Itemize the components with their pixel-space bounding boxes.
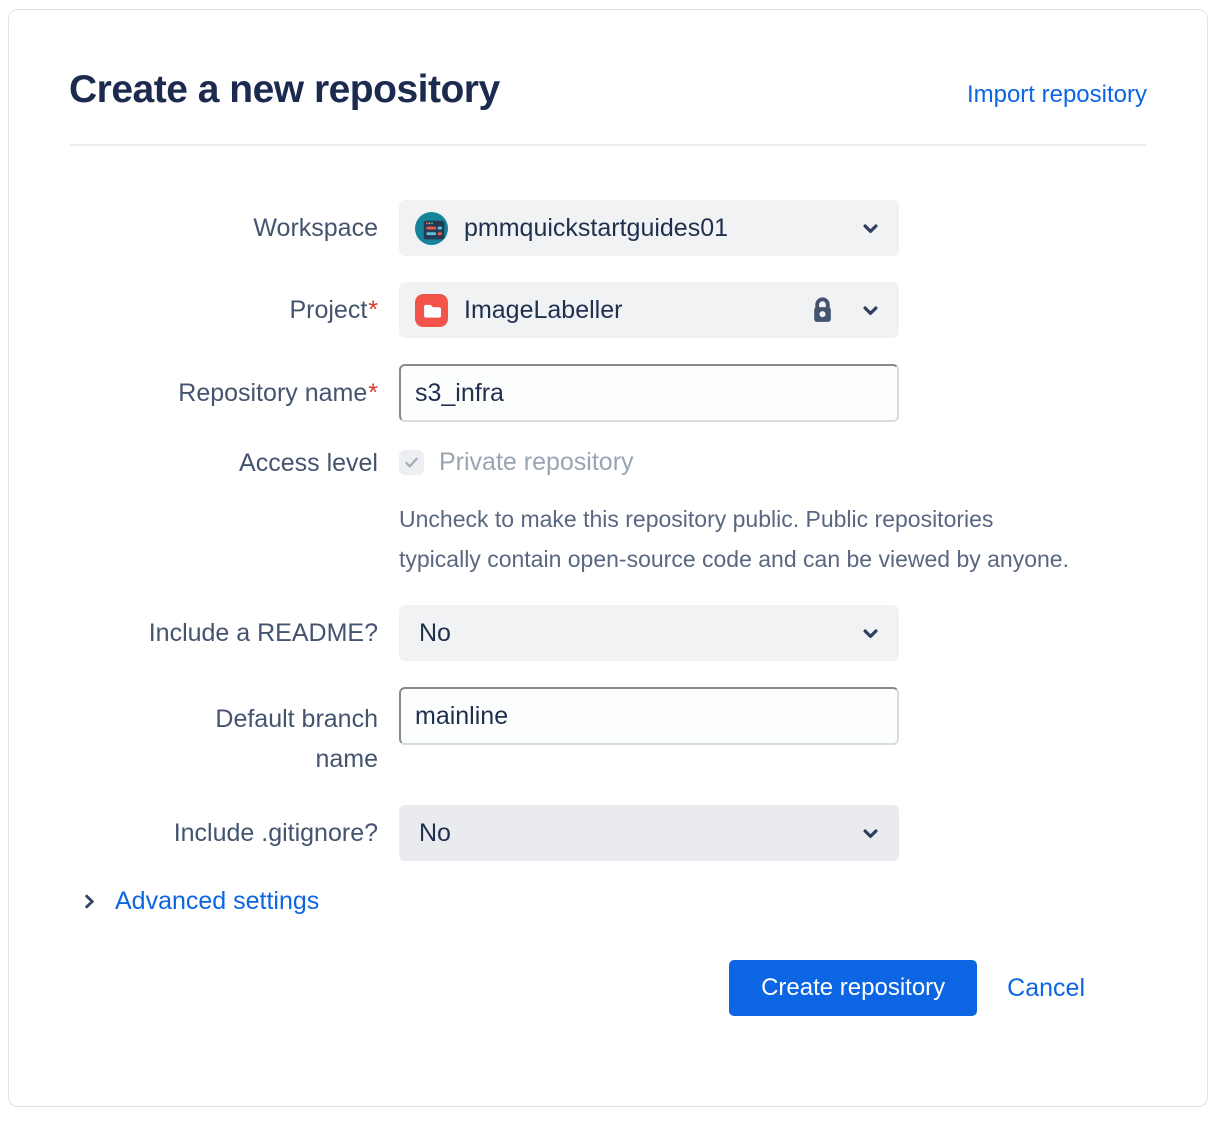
import-repository-link[interactable]: Import repository — [966, 81, 1147, 108]
access-level-row: Access level Private repository Uncheck … — [69, 448, 1147, 579]
chevron-right-icon — [85, 894, 94, 909]
project-avatar-icon — [415, 293, 448, 327]
workspace-avatar-icon — [415, 211, 448, 245]
default-branch-input[interactable] — [399, 687, 899, 745]
project-value: ImageLabeller — [464, 295, 623, 324]
private-repository-option: Private repository — [399, 448, 1079, 477]
workspace-label: Workspace — [253, 214, 378, 242]
create-repository-dialog: Create a new repository Import repositor… — [8, 9, 1208, 1107]
create-repository-button[interactable]: Create repository — [729, 960, 978, 1016]
private-repository-label: Private repository — [439, 448, 634, 476]
include-readme-select[interactable]: No — [399, 605, 899, 661]
project-row: Project* ImageLabeller — [69, 282, 1147, 338]
workspace-select[interactable]: pmmquickstartguides01 — [399, 200, 899, 256]
chevron-down-icon — [858, 216, 883, 241]
include-gitignore-select[interactable]: No — [399, 805, 899, 861]
lock-icon — [809, 295, 836, 325]
default-branch-label: Default branch name — [215, 705, 378, 773]
repository-name-input[interactable] — [399, 364, 899, 422]
repository-name-row: Repository name* — [69, 364, 1147, 422]
chevron-down-icon — [858, 821, 883, 846]
access-level-label: Access level — [239, 449, 378, 477]
chevron-down-icon — [858, 298, 883, 323]
header-divider — [69, 144, 1147, 146]
page-title: Create a new repository — [69, 68, 500, 111]
include-gitignore-value: No — [419, 818, 451, 847]
access-level-help-text: Uncheck to make this repository public. … — [399, 506, 1069, 572]
include-gitignore-label: Include .gitignore? — [173, 819, 378, 847]
dialog-header: Create a new repository Import repositor… — [69, 68, 1147, 112]
include-readme-row: Include a README? No — [69, 605, 1147, 661]
project-label: Project* — [289, 296, 378, 324]
required-asterisk: * — [368, 296, 378, 324]
workspace-value: pmmquickstartguides01 — [464, 213, 729, 242]
chevron-down-icon — [858, 621, 883, 646]
workspace-row: Workspace pmmquicks — [69, 200, 1147, 256]
private-repository-checkbox[interactable] — [399, 450, 424, 475]
required-asterisk: * — [368, 379, 378, 407]
include-readme-label: Include a README? — [148, 619, 378, 647]
default-branch-row: Default branch name — [69, 687, 1147, 779]
cancel-button[interactable]: Cancel — [999, 974, 1093, 1003]
project-select[interactable]: ImageLabeller — [399, 282, 899, 338]
checkmark-icon — [405, 457, 418, 468]
include-readme-value: No — [419, 618, 451, 647]
include-gitignore-row: Include .gitignore? No — [69, 805, 1147, 861]
advanced-settings-label: Advanced settings — [115, 887, 320, 915]
dialog-actions: Create repository Cancel — [69, 960, 1147, 1016]
advanced-settings-toggle[interactable]: Advanced settings — [81, 887, 1147, 916]
create-repository-form: Workspace pmmquicks — [69, 200, 1147, 1016]
repository-name-label: Repository name* — [178, 379, 378, 407]
